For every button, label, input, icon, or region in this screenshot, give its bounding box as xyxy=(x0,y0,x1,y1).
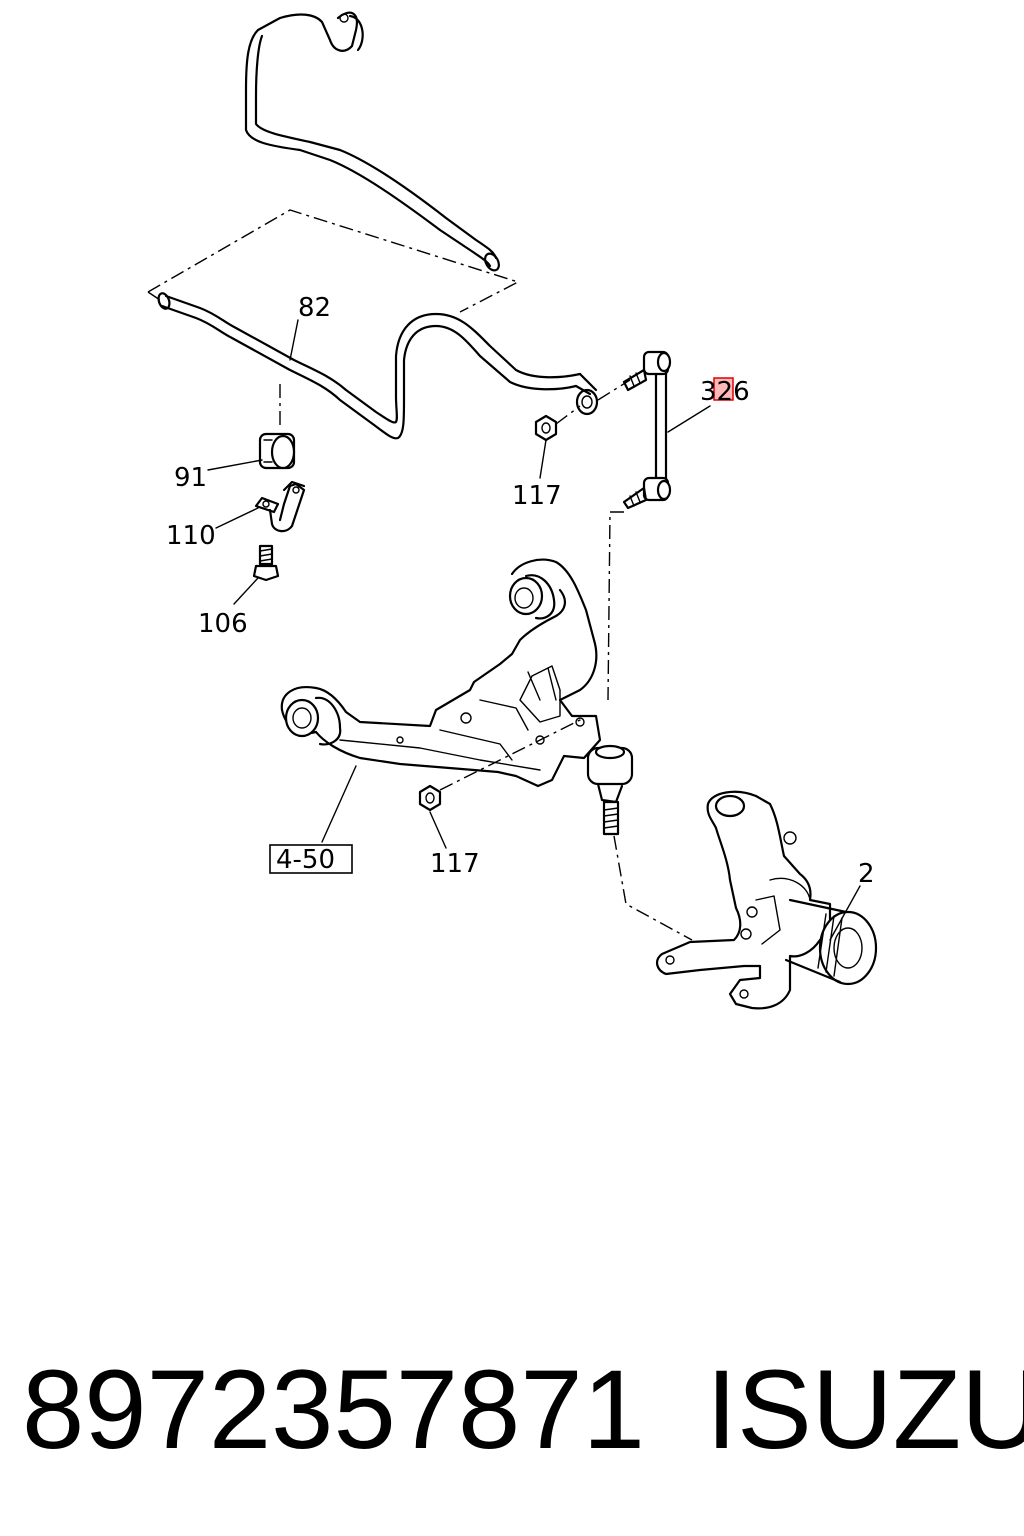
part-footer: 8972357871 ISUZU xyxy=(0,1350,1024,1470)
reference-box-4-50 xyxy=(269,844,353,874)
callout-91: 91 xyxy=(174,463,207,493)
ball-joint xyxy=(586,744,634,836)
stabilizer-bushing xyxy=(258,432,296,470)
stabilizer-link xyxy=(622,350,672,510)
highlight-marker xyxy=(713,377,734,401)
part-number: 8972357871 xyxy=(22,1347,645,1472)
steering-knuckle xyxy=(656,790,878,1010)
stabilizer-bar xyxy=(157,292,599,440)
stabilizer-bar-upper-view xyxy=(244,11,500,272)
bracket-bolt xyxy=(252,544,280,582)
callout-326: 326 xyxy=(700,377,750,407)
brand-name: ISUZU xyxy=(706,1347,1024,1472)
ball-joint-nut xyxy=(418,784,442,812)
callout-82: 82 xyxy=(298,293,331,323)
link-nut-upper xyxy=(534,414,558,442)
leader-lines xyxy=(207,319,861,941)
callout-2: 2 xyxy=(858,859,875,889)
callout-4-50: 4-50 xyxy=(276,845,335,875)
exploded-suspension-diagram: 82 91 110 106 117 326 4-50 117 2 xyxy=(147,11,878,1010)
callout-117-lower: 117 xyxy=(430,849,480,879)
callout-110: 110 xyxy=(166,521,216,551)
callout-117-upper: 117 xyxy=(512,481,562,511)
lower-control-arm xyxy=(280,558,602,788)
bushing-bracket xyxy=(254,480,306,533)
exploded-view-frame xyxy=(147,209,520,313)
callout-106: 106 xyxy=(198,609,248,639)
